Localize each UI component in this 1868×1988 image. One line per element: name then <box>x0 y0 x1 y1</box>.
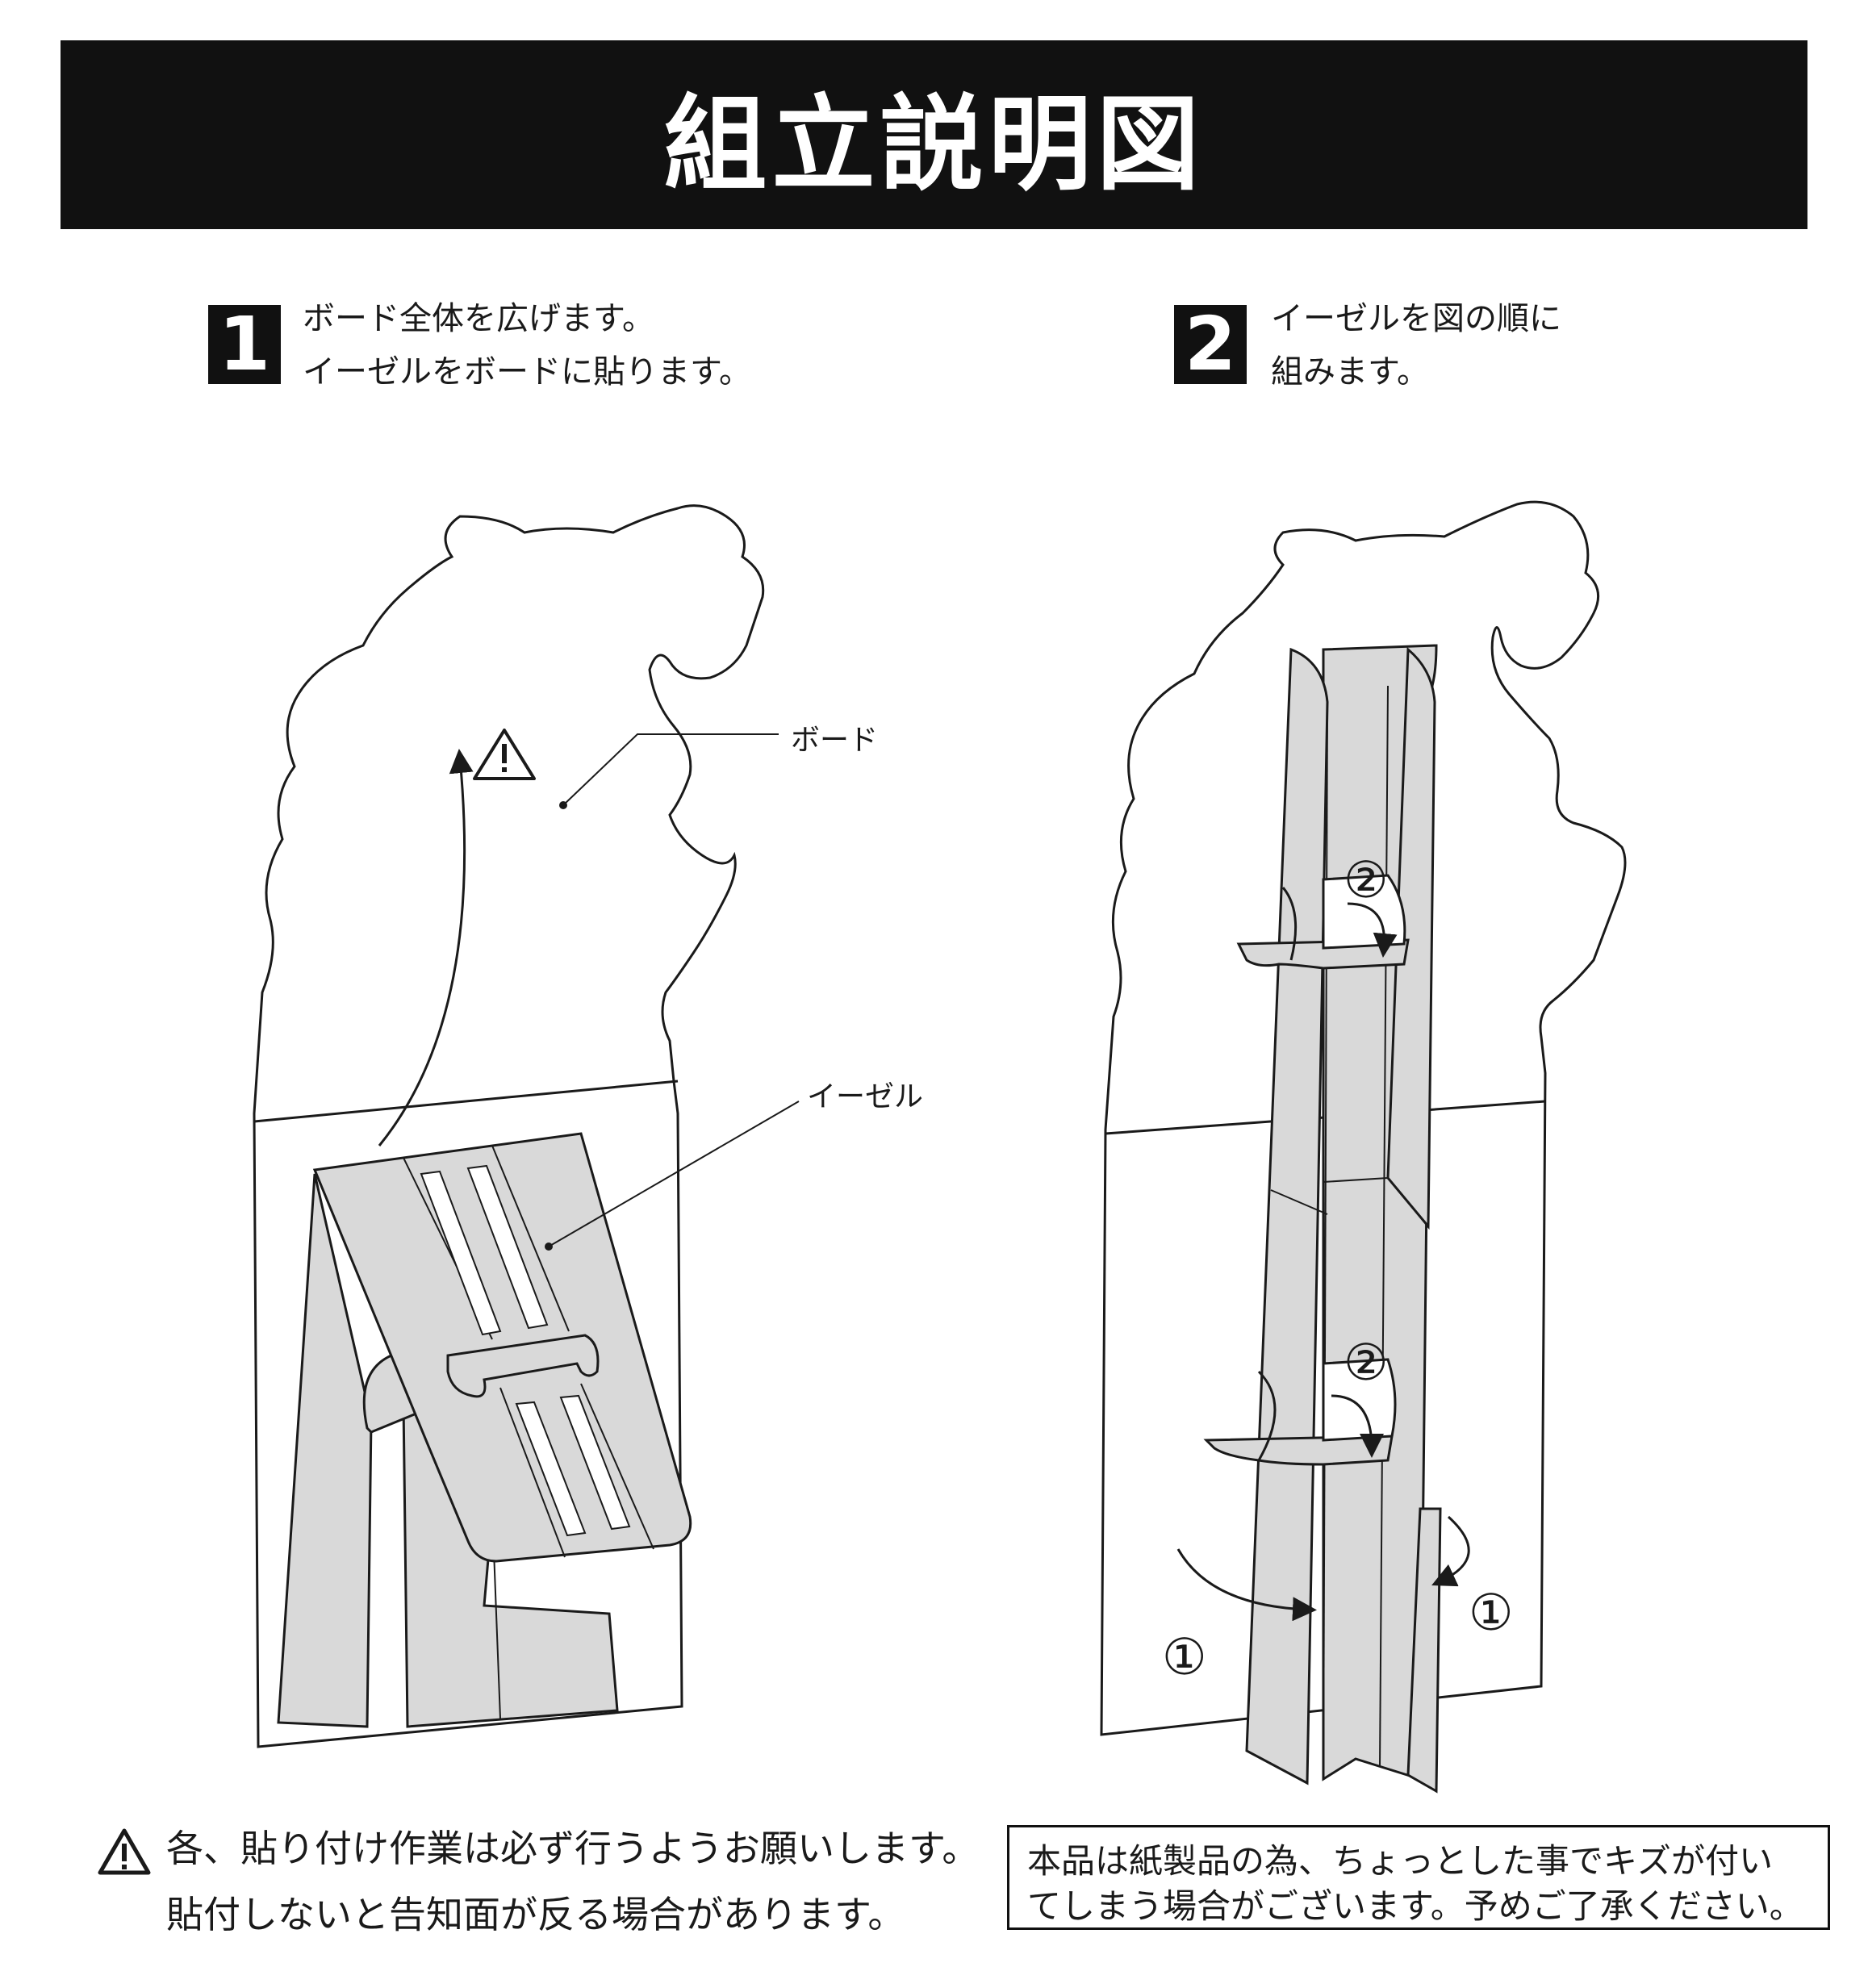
step-2-number: 2 <box>1174 305 1247 384</box>
board-label: ボード <box>791 724 879 757</box>
caution-line-1: 各、貼り付け作業は必ず行うようお願いします。 <box>166 1827 980 1870</box>
page-title: 組立説明図 <box>663 84 1205 205</box>
marker-1-right: ① <box>1469 1583 1514 1642</box>
marker-1-left: ① <box>1162 1627 1207 1686</box>
figure-2: ② ② ① ① <box>1100 500 1627 1794</box>
adhesive-strip-1 <box>420 1170 502 1336</box>
step-2-text: イーゼルを図の順に 組みます。 <box>1271 292 1561 399</box>
figure-1 <box>253 504 800 1748</box>
caution-line-2: 貼付しないと告知面が反る場合があります。 <box>166 1893 905 1936</box>
fold-arrow-lower <box>1331 1394 1384 1458</box>
step-1-line-1: ボード全体を広げます。 <box>303 300 654 337</box>
warning-icon <box>473 729 536 780</box>
header-banner: 組立説明図 <box>61 40 1807 229</box>
step-1-text: ボード全体を広げます。 イーゼルをボードに貼ります。 <box>303 292 751 399</box>
unfold-arrow <box>378 749 474 1146</box>
adhesive-strip-2 <box>466 1164 549 1330</box>
easel-label: イーゼル <box>807 1080 924 1113</box>
notice-line-1: 本品は紙製品の為、ちょっとした事でキズが付い <box>1027 1841 1774 1881</box>
step-1-line-2: イーゼルをボードに貼ります。 <box>303 353 751 390</box>
marker-2-lower: ② <box>1344 1333 1389 1392</box>
adhesive-strip-4 <box>559 1394 631 1531</box>
step-2-line-2: 組みます。 <box>1271 353 1429 390</box>
lower-tab <box>1203 1435 1394 1466</box>
step-2-line-1: イーゼルを図の順に <box>1271 300 1561 337</box>
caution-warning-icon <box>98 1828 151 1874</box>
easel-cross-tab <box>446 1334 600 1398</box>
notice-box: 本品は紙製品の為、ちょっとした事でキズが付い てしまう場合がございます。予めご了… <box>1007 1825 1830 1930</box>
notice-line-2: てしまう場合がございます。予めご了承ください。 <box>1027 1886 1803 1926</box>
easel-rear-panel <box>277 1173 373 1728</box>
step-1-number: 1 <box>208 305 281 384</box>
rotate-arrow-right <box>1431 1515 1470 1587</box>
marker-2-upper: ② <box>1344 850 1389 909</box>
caution-note: 各、貼り付け作業は必ず行うようお願いします。 貼付しないと告知面が反る場合があり… <box>97 1815 979 1948</box>
rotate-arrow-left <box>1176 1548 1317 1622</box>
adhesive-strip-3 <box>515 1401 587 1537</box>
fold-arrow-upper <box>1347 902 1398 958</box>
